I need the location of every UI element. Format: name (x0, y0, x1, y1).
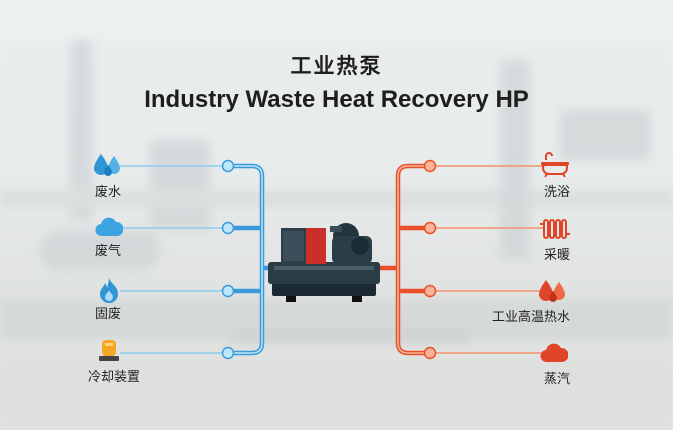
hot-nodes (423, 159, 437, 360)
cold-nodes (221, 159, 235, 360)
title-chinese: 工业热泵 (290, 54, 383, 78)
hot-pipe (377, 163, 433, 356)
source-label-wastewater: 废水 (95, 185, 122, 200)
cold-node-3 (221, 284, 235, 298)
steam-cloud-icon (540, 343, 568, 363)
source-label-cooling-device: 冷却装置 (88, 370, 141, 385)
flame-icon (100, 278, 118, 303)
radiator-icon (540, 219, 570, 239)
hot-side-lines (377, 163, 545, 356)
hot-node-2 (423, 221, 437, 235)
heat-pump-unit (268, 223, 380, 302)
output-label-industrial-hot-water: 工业高温热水 (491, 310, 570, 325)
cloud-icon (95, 217, 123, 237)
output-label-steam: 蒸汽 (543, 372, 570, 387)
hot-water-drops-icon (539, 280, 565, 302)
hot-node-4 (423, 346, 437, 360)
cold-node-1 (221, 159, 235, 173)
cold-node-2 (221, 221, 235, 235)
title-english: Industry Waste Heat Recovery HP (144, 86, 529, 113)
cold-side-lines (120, 163, 281, 356)
hot-node-1 (423, 159, 437, 173)
cold-pipe (225, 163, 281, 356)
hot-node-3 (423, 284, 437, 298)
output-label-heating: 采暖 (543, 248, 570, 263)
bathtub-icon (541, 152, 569, 178)
water-drops-icon (94, 154, 120, 176)
output-label-bathing: 洗浴 (543, 185, 570, 200)
source-label-waste-gas: 废气 (95, 244, 122, 259)
cooling-unit-icon (99, 340, 119, 361)
source-label-solid-waste: 固废 (95, 307, 122, 322)
cold-node-4 (221, 346, 235, 360)
